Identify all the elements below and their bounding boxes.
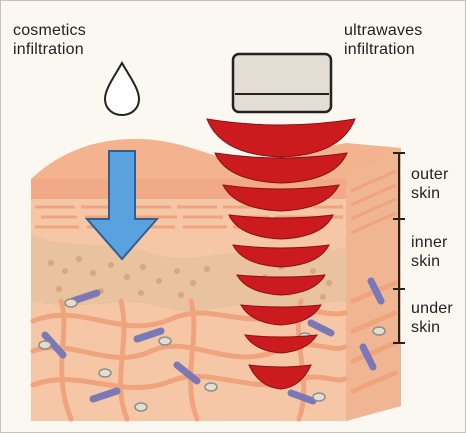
outer-skin-label: outer skin [411, 165, 448, 203]
under-skin-label: under skin [411, 299, 453, 337]
ultrasound-probe-icon [233, 54, 331, 112]
inner-skin-label: inner skin [411, 233, 448, 271]
cosmetics-infiltration-label: cosmetics infiltration [13, 21, 86, 59]
skin-top-surface [31, 139, 401, 179]
ultrawaves-infiltration-label: ultrawaves infiltration [344, 21, 422, 59]
droplet-icon [105, 63, 139, 115]
